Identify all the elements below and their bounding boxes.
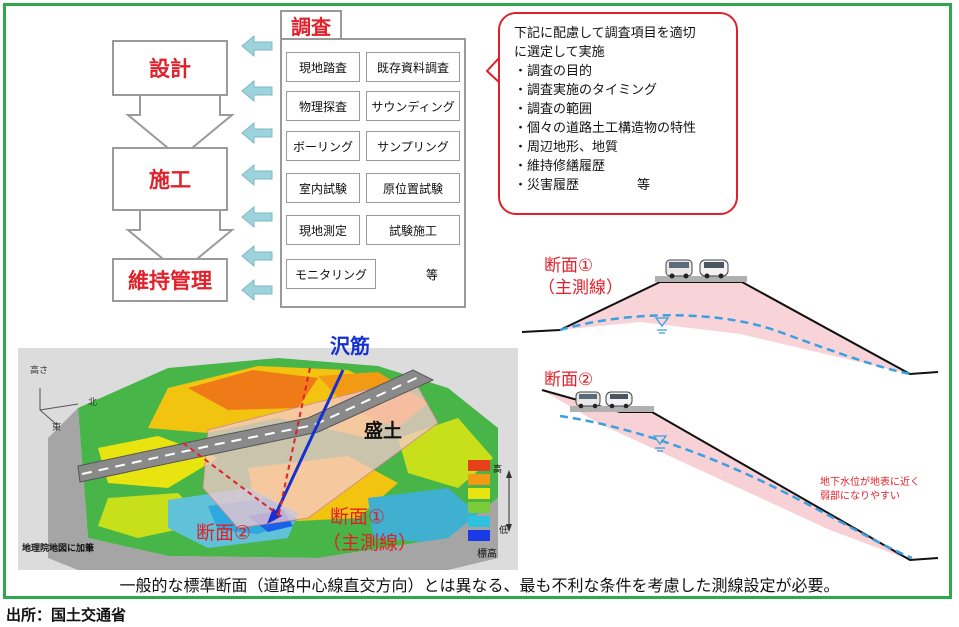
survey-item: モニタリング (286, 259, 376, 289)
callout-point: ・災害履歴 (514, 178, 580, 193)
legend-title: 標高 (477, 549, 497, 560)
section1-title: 断面① (544, 256, 594, 276)
callout-intro-2: に選定して実施 (514, 45, 605, 60)
callout-etc: 等 (637, 178, 651, 193)
water-note: 地下水位が地表に近く 弱部になりやすい (820, 476, 920, 504)
callout-intro-1: 下記に配慮して調査項目を適切 (514, 26, 696, 41)
survey-item: サウンディング (366, 91, 460, 121)
water-table-1 (559, 314, 911, 376)
road-deck-2 (570, 406, 654, 412)
legend-low: 低 (499, 526, 509, 536)
survey-item: 物理探査 (286, 91, 360, 121)
water-level-icon (652, 435, 668, 452)
flow-design: 設計 (112, 40, 228, 96)
section2-title: 断面② (544, 370, 594, 390)
diagram-frame (3, 3, 952, 599)
footer-note: 一般的な標準断面（道路中心線直交方向）とは異なる、最も不利な条件を考慮した測線設… (119, 576, 840, 595)
map-section1-label: 断面① (330, 506, 386, 528)
map-section1-sub: （主測線） (322, 532, 418, 554)
survey-item: ボーリング (286, 131, 360, 161)
water-level-icon (654, 317, 670, 334)
stream-arrow (271, 369, 345, 521)
callout-point: ・調査実施のタイミング (514, 83, 658, 98)
left-arrow-icon (241, 34, 273, 58)
embankment-label: 盛土 (364, 420, 403, 442)
axis-east-line (39, 409, 57, 425)
water-note-line: 地下水位が地表に近く (820, 477, 920, 488)
legend-high: 高 (493, 465, 503, 475)
survey-title-label: 調査 (291, 14, 331, 39)
survey-item: 原位置試験 (366, 173, 460, 203)
flow-maintenance: 維持管理 (112, 258, 228, 302)
callout-point: ・周辺地形、地質 (514, 140, 619, 155)
left-arrow-icon (241, 163, 273, 187)
map-credit: 地理院地図に加筆 (22, 544, 95, 554)
callout-point: ・調査の目的 (514, 64, 593, 79)
survey-item: 試験施工 (366, 215, 460, 245)
callout-box: 下記に配慮して調査項目を適切 に選定して実施 ・調査の目的 ・調査実施のタイミン… (498, 12, 738, 215)
axis-east-label: 東 (52, 423, 62, 433)
water-table-2 (559, 414, 913, 560)
left-arrow-icon (241, 205, 273, 229)
cross-section-1 (521, 259, 939, 376)
survey-item: 現地測定 (286, 215, 360, 245)
car-icon (575, 391, 601, 409)
flow-construction: 施工 (112, 147, 228, 211)
survey-item: 既存資料調査 (366, 52, 460, 82)
callout-point-last: ・災害履歴 等 (514, 176, 726, 195)
road-band (77, 369, 435, 483)
cross-section-2 (541, 389, 939, 562)
source-credit: 出所：国土交通省 (6, 606, 127, 624)
stream-label: 沢筋 (330, 334, 370, 358)
survey-item: サンプリング (366, 131, 460, 161)
section1-subtitle: （主測線） (538, 278, 623, 298)
axis-north-line (39, 403, 79, 411)
left-arrow-icon (241, 79, 273, 103)
flow-design-label: 設計 (149, 57, 191, 81)
road-centerline (81, 374, 424, 475)
axis-height-label: 高さ (30, 366, 49, 376)
down-arrow-icon (125, 207, 235, 275)
road-deck-1 (655, 276, 747, 282)
callout-point: ・個々の道路土工構造物の特性 (514, 121, 697, 136)
survey-item: 室内試験 (286, 173, 360, 203)
flow-construction-label: 施工 (149, 168, 191, 192)
car-icon (699, 259, 729, 279)
water-note-line: 弱部になりやすい (820, 491, 900, 502)
axis-north-label: 北 (88, 398, 98, 408)
terrain-map (18, 348, 518, 570)
feed-arrows (241, 34, 273, 302)
callout-point: ・維持修繕履歴 (514, 159, 606, 174)
left-arrow-icon (241, 244, 273, 268)
map-section2-label: 断面② (196, 522, 252, 544)
section2-line (182, 442, 281, 517)
flow-maintenance-label: 維持管理 (128, 269, 212, 293)
survey-item: 現地踏査 (286, 52, 360, 82)
callout-point: ・調査の範囲 (514, 102, 593, 117)
car-icon (605, 391, 633, 409)
car-icon (665, 259, 693, 279)
section1-line (277, 367, 311, 519)
left-arrow-icon (241, 278, 273, 302)
left-arrow-icon (241, 121, 273, 145)
stream-arrow-head-icon (267, 508, 282, 524)
survey-title: 調査 (280, 10, 342, 39)
survey-etc: 等 (426, 268, 439, 282)
